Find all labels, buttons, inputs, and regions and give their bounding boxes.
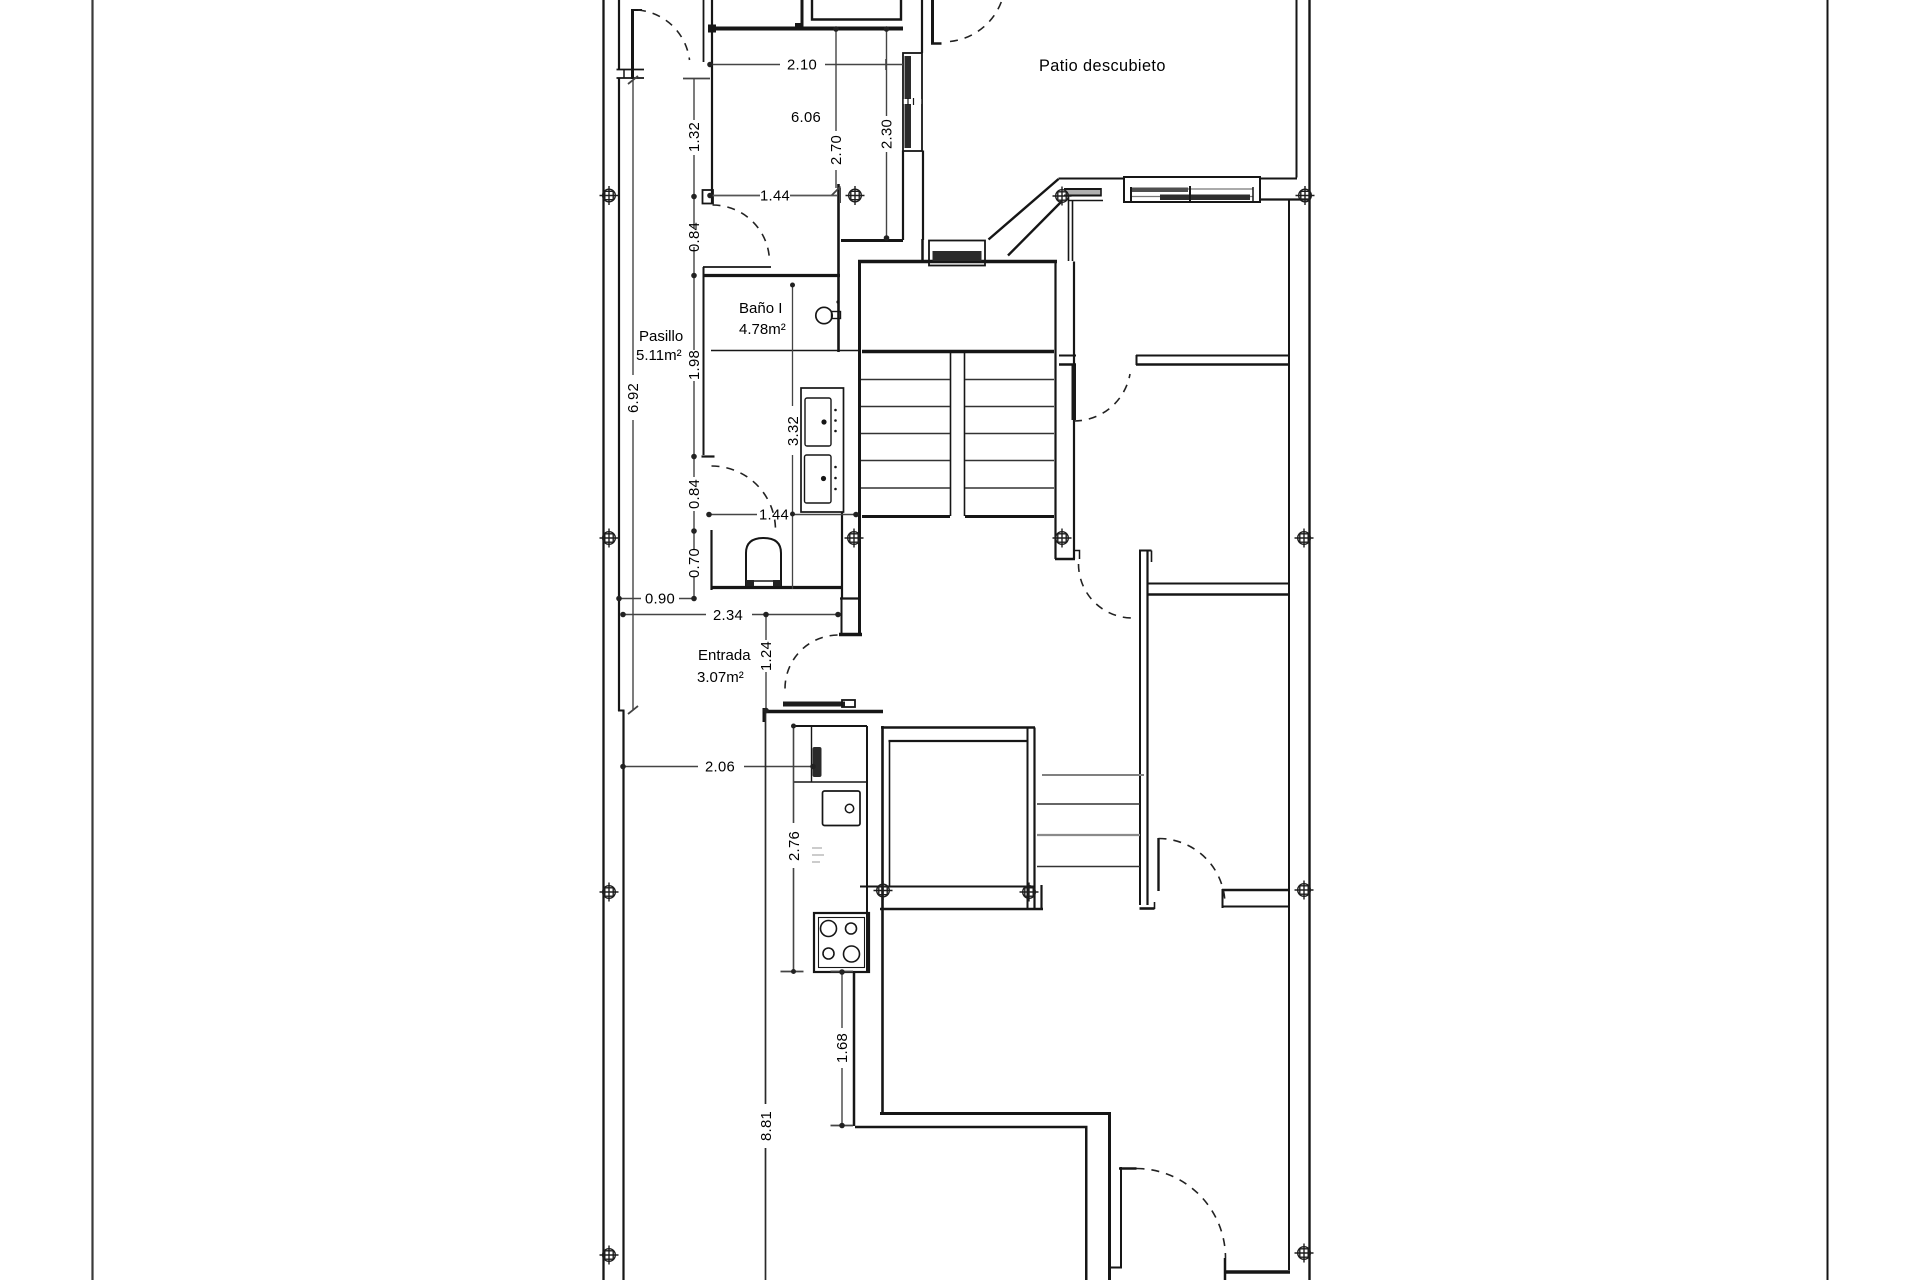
svg-text:2.70: 2.70 [829, 135, 845, 165]
svg-text:6.92: 6.92 [626, 383, 642, 413]
svg-text:Pasillo: Pasillo [639, 328, 683, 345]
svg-text:2.30: 2.30 [880, 119, 896, 149]
svg-text:0.90: 0.90 [645, 592, 675, 608]
svg-text:2.10: 2.10 [787, 58, 817, 74]
svg-text:1.44: 1.44 [760, 189, 790, 205]
svg-text:2.06: 2.06 [705, 760, 735, 776]
svg-text:Baño I: Baño I [739, 300, 782, 317]
svg-text:3.07m²: 3.07m² [697, 669, 744, 686]
svg-text:3.32: 3.32 [786, 416, 802, 446]
svg-text:0.84: 0.84 [687, 479, 703, 509]
svg-text:Patio descubieto: Patio descubieto [1039, 57, 1166, 75]
svg-text:0.84: 0.84 [687, 222, 703, 252]
svg-text:1.24: 1.24 [759, 641, 775, 671]
svg-text:8.81: 8.81 [759, 1111, 775, 1141]
svg-text:6.06: 6.06 [791, 110, 821, 126]
svg-text:2.34: 2.34 [713, 608, 743, 624]
svg-text:2.76: 2.76 [787, 831, 803, 861]
svg-text:1.44: 1.44 [759, 508, 789, 524]
svg-text:1.98: 1.98 [687, 350, 703, 380]
svg-text:1.32: 1.32 [687, 122, 703, 152]
svg-text:4.78m²: 4.78m² [739, 321, 786, 338]
svg-text:5.11m²: 5.11m² [636, 347, 682, 364]
svg-text:0.70: 0.70 [687, 548, 703, 578]
svg-text:Entrada: Entrada [698, 647, 751, 664]
svg-text:1.68: 1.68 [835, 1033, 851, 1063]
